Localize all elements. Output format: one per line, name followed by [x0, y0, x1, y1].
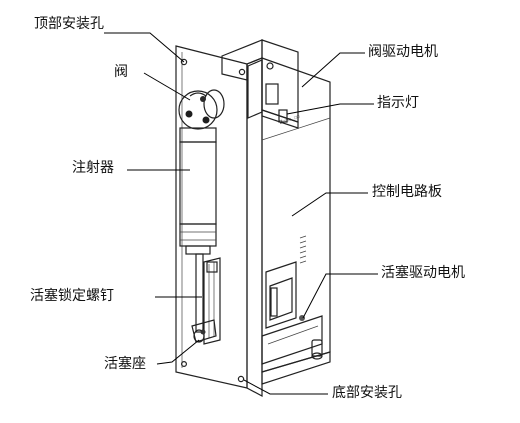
leader-valve-motor — [301, 52, 365, 88]
label-valve: 阀 — [114, 64, 128, 80]
piston-motor — [261, 261, 323, 365]
label-top-mount-hole: 顶部安装孔 — [34, 16, 104, 32]
top-mount-hole-left — [180, 58, 188, 66]
bottom-mount-hole-right — [237, 375, 245, 383]
label-piston-seat: 活塞座 — [104, 356, 146, 372]
syringe — [179, 127, 217, 255]
label-piston-motor: 活塞驱动电机 — [381, 265, 465, 281]
leader-control-board — [291, 192, 368, 217]
valve — [178, 89, 225, 130]
leader-bottom-mount-hole — [243, 379, 328, 395]
leader-lines — [104, 32, 378, 395]
top-mount-hole-right — [238, 68, 246, 76]
label-indicator-light: 指示灯 — [377, 95, 419, 111]
label-syringe: 注射器 — [72, 160, 114, 176]
label-bottom-mount-hole: 底部安装孔 — [332, 385, 402, 401]
label-piston-lock-screw: 活塞锁定螺钉 — [30, 288, 114, 304]
leader-top-mount-hole — [104, 32, 185, 63]
label-control-board: 控制电路板 — [372, 184, 442, 200]
piston-seat — [191, 319, 217, 343]
valve-motor — [221, 39, 299, 129]
leader-valve — [143, 72, 191, 101]
bottom-mount-hole-left — [181, 361, 188, 368]
leader-piston-seat — [156, 339, 200, 365]
piston-lock-screw — [200, 329, 206, 335]
label-valve-motor: 阀驱动电机 — [368, 44, 438, 60]
plunger-frame — [195, 253, 221, 345]
leader-piston-motor — [302, 273, 378, 319]
indicator-light — [278, 109, 288, 123]
leader-indicator-light — [286, 103, 374, 115]
board-connector-pins — [299, 235, 307, 264]
